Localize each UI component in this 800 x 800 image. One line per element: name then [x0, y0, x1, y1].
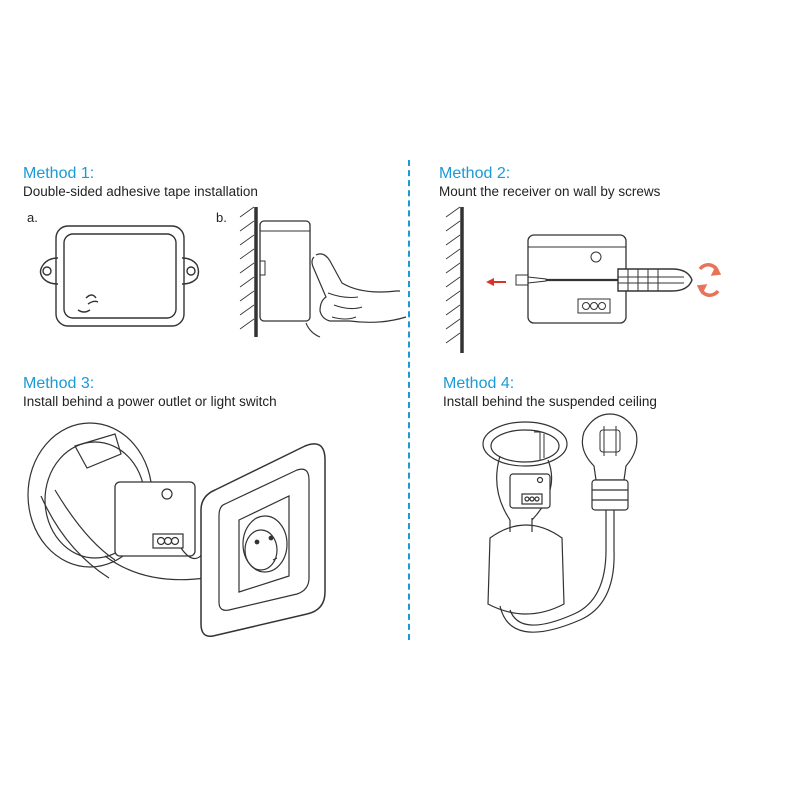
screw-mount-illustration: [445, 206, 722, 353]
method-3-subtitle: Install behind a power outlet or light s…: [23, 394, 277, 409]
method-2-title: Method 2:: [439, 165, 511, 182]
outlet-install-illustration: [27, 422, 326, 637]
method-4-title: Method 4:: [443, 375, 515, 392]
method-1-subtitle: Double-sided adhesive tape installation: [23, 184, 258, 199]
method-2-subtitle: Mount the receiver on wall by screws: [439, 184, 661, 199]
rotate-icon: [696, 263, 722, 297]
method-1-label-a: a.: [27, 210, 38, 225]
ceiling-install-illustration: [482, 413, 638, 633]
method-1-label-b: b.: [216, 210, 227, 225]
vertical-divider: [408, 160, 410, 640]
method-1-title: Method 1:: [23, 165, 95, 182]
bulb-icon: [581, 413, 638, 511]
socket-icon: [200, 443, 326, 637]
arrow-left-icon: [486, 278, 506, 286]
receiver-tape-illustration: [39, 225, 200, 327]
wall-press-illustration: [239, 206, 407, 338]
method-3-title: Method 3:: [23, 375, 95, 392]
method-4-subtitle: Install behind the suspended ceiling: [443, 394, 657, 409]
